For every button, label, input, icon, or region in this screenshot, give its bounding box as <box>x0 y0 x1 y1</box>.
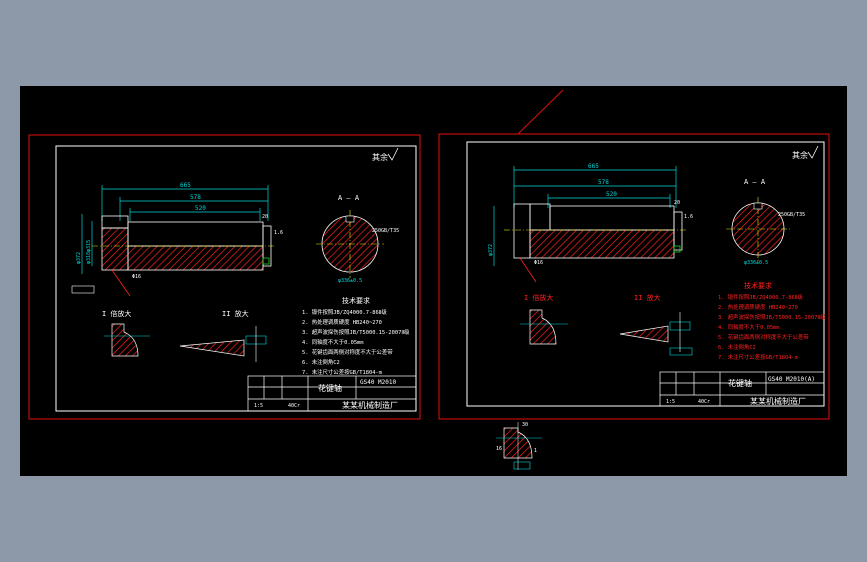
sheet-right-detail-1-view <box>520 309 568 345</box>
sheet-left-company: 某某机械制造厂 <box>342 400 398 410</box>
sheet-right-dim-20: 20 <box>674 200 680 206</box>
sheet-right-shaft <box>504 203 688 259</box>
sheet-left-dim-665: 665 <box>180 182 191 189</box>
sheet-left-dim-578: 578 <box>190 194 201 201</box>
sheet-left-note: 4. 同轴度不大于0.05mm <box>302 338 364 346</box>
sheet-left-title-block <box>247 375 417 412</box>
sheet-left: 其余 665 578 520 20 <box>28 134 421 420</box>
floating-detail-label: 1 <box>534 448 537 454</box>
sheet-left-section-view <box>316 210 384 278</box>
sheet-right-leader <box>519 257 537 283</box>
sheet-right-tol: 1.6 <box>684 214 693 220</box>
sheet-left-dim-left-b: φ318φ315 <box>86 240 92 264</box>
sheet-right-note: 3. 超声波探伤按照JB/T5000.15-2007Ⅱ级 <box>718 313 826 321</box>
sheet-left-dim-20: 20 <box>262 214 268 220</box>
sheet-right-outer-frame <box>438 133 830 420</box>
sheet-right-dim-left-a: φ372 <box>488 244 494 256</box>
sheet-left-detail-2: II 放大 <box>222 309 249 318</box>
sheet-right-title-block <box>659 371 825 407</box>
sheet-right-part-name: 花键轴 <box>728 378 752 388</box>
floating-detail-dim-top: 30 <box>522 422 528 428</box>
sheet-right-scale: 1:5 <box>666 399 675 405</box>
sheet-left-shaft <box>92 215 275 271</box>
sheet-right-note: 2. 热处理调质硬度 HB240~270 <box>718 303 798 311</box>
sheet-right-note: 1. 锻件按照JB/ZQ4000.7-86Ⅱ级 <box>718 293 803 301</box>
sheet-right-dim-520: 520 <box>606 191 617 198</box>
roughness-symbol-icon <box>387 147 399 161</box>
sheet-left-leader <box>111 269 131 297</box>
roughness-symbol-icon <box>807 145 819 159</box>
sheet-left-note: 1. 锻件按照JB/ZQ4000.7-86Ⅱ级 <box>302 308 387 316</box>
sheet-right-roughness: 其余 <box>792 150 808 160</box>
sheet-right-note: 4. 同轴度不大于0.05mm <box>718 323 780 331</box>
sheet-left-note: 3. 超声波探伤按照JB/T5000.15-2007Ⅱ级 <box>302 328 410 336</box>
sheet-left-inner-border <box>55 145 417 412</box>
sheet-right-company: 某某机械制造厂 <box>750 396 806 406</box>
sheet-left-tol: 1.6 <box>274 230 283 236</box>
sheet-right-dim-665: 665 <box>588 163 599 170</box>
sheet-left-section-side: 250GB/T35 <box>372 228 399 234</box>
sheet-right-drawing-no: GS40 M2010(A) <box>768 376 815 383</box>
sheet-right-detail-2: II 放大 <box>634 293 661 302</box>
floating-detail-view <box>496 422 542 470</box>
sheet-right-dim-578: 578 <box>598 179 609 186</box>
sheet-right-notes: 1. 锻件按照JB/ZQ4000.7-86Ⅱ级 2. 热处理调质硬度 HB240… <box>718 293 826 361</box>
sheet-left-section-label: A — A <box>338 194 360 202</box>
cad-viewport[interactable]: 其余 665 578 520 20 <box>20 86 847 476</box>
sheet-left-part-name: 花键轴 <box>318 383 342 393</box>
sheet-left-outer-frame <box>28 134 421 420</box>
sheet-right-section-dia: φ336±0.5 <box>744 260 768 266</box>
sheet-left-dim-left-a: φ372 <box>76 252 82 264</box>
sheet-left-drawing-no: GS40 M2010 <box>360 379 397 386</box>
sheet-left-section-dia: φ336±0.5 <box>338 278 362 284</box>
sheet-left-dim-520: 520 <box>195 205 206 212</box>
sheet-right: 其余 665 578 520 20 φ372 <box>438 89 830 420</box>
drawing-canvas: 其余 665 578 520 20 <box>28 89 830 470</box>
sheet-left-dim-bottom: Φ16 <box>132 274 141 280</box>
sheet-right-section-label: A — A <box>744 178 766 186</box>
sheet-left-detail-2-view <box>179 326 267 362</box>
sheet-left-datum-box <box>71 285 95 294</box>
sheet-right-section-side: 250GB/T35 <box>778 212 805 218</box>
sheet-left-notes: 1. 锻件按照JB/ZQ4000.7-86Ⅱ级 2. 热处理调质硬度 HB240… <box>302 308 410 376</box>
sheet-right-section-view <box>726 197 790 261</box>
sheet-left-detail-1: I 倍放大 <box>102 309 131 318</box>
sheet-left-notes-title: 技术要求 <box>342 296 370 305</box>
sheet-right-dim-bottom: Φ16 <box>534 260 543 266</box>
sheet-right-note: 7. 未注尺寸公差按GB/T1804-m <box>718 353 798 361</box>
sheet-right-note: 5. 花键齿面两侧对称度不大于公差带 <box>718 333 809 341</box>
sheet-right-note: 6. 未注倒角C2 <box>718 343 756 351</box>
sheet-right-dimensions <box>493 166 677 266</box>
sheet-left-material: 40Cr <box>288 403 300 409</box>
sheet-left-scale: 1:5 <box>254 403 263 409</box>
sheet-right-notes-title: 技术要求 <box>744 281 772 290</box>
sheet-left-dimensions <box>81 185 269 274</box>
sheet-left-note: 5. 花键齿面两侧对称度不大于公差带 <box>302 348 393 356</box>
sheet-right-detail-1: I 倍放大 <box>524 293 553 302</box>
sheet-right-material: 40Cr <box>698 399 710 405</box>
sheet-right-inner-border <box>466 141 825 407</box>
sheet-right-detail-2-view <box>619 312 693 356</box>
sheet-left-detail-1-view <box>104 323 150 357</box>
sheet-left-note: 6. 未注倒角C2 <box>302 358 340 366</box>
sheet-left-note: 7. 未注尺寸公差按GB/T1804-m <box>302 368 382 376</box>
sheet-left-roughness: 其余 <box>372 152 388 162</box>
sheet-left-note: 2. 热处理调质硬度 HB240~270 <box>302 318 382 326</box>
floating-detail-dim-side: 16 <box>496 446 502 452</box>
arrow-leader <box>517 89 564 135</box>
